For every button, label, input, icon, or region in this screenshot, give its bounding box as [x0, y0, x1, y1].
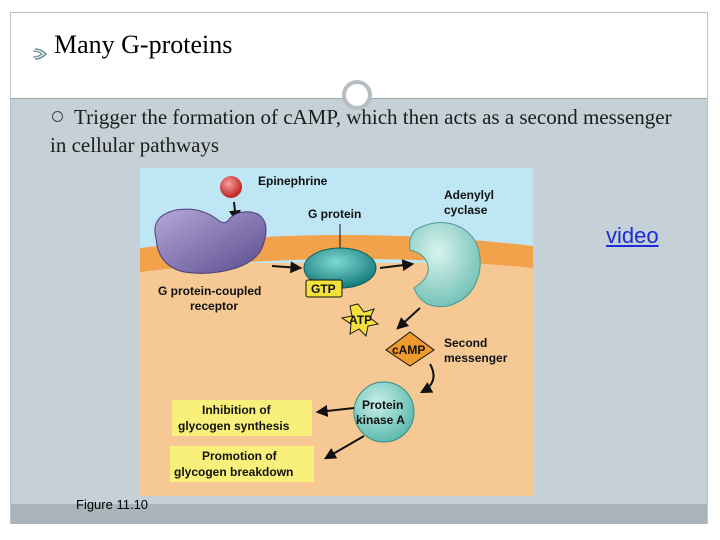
second-label-1: Second: [444, 336, 487, 350]
video-link[interactable]: video: [606, 223, 659, 248]
protein-kinase-a-shape: [353, 381, 415, 443]
gprotein-label: G protein: [308, 207, 361, 221]
bottom-band: [11, 504, 707, 524]
atp-to-camp-arrow: [396, 307, 421, 330]
slide-title-text: Many G-proteins: [54, 30, 233, 59]
promotion-label-1: Promotion of: [202, 449, 278, 463]
pka-label-1: Protein: [362, 398, 403, 412]
figure-caption: Figure 11.10: [76, 497, 149, 512]
adenylyl-cyclase-shape: [409, 222, 481, 308]
atp-label-front: ATP: [349, 313, 372, 327]
promotion-label-2: glycogen breakdown: [174, 465, 293, 479]
atp-star-shape: [340, 303, 380, 338]
bullet-text-content: Trigger the formation of cAMP, which the…: [50, 105, 672, 157]
camp-diamond: [385, 331, 435, 367]
pka-to-inhibition-arrow: [315, 404, 355, 417]
camp-label: cAMP: [392, 343, 425, 357]
pka-to-promotion-arrow: [323, 435, 365, 460]
adenylyl-label-2: cyclase: [444, 203, 488, 217]
signal-pathway-figure: Epinephrine G protein-coupled receptor G…: [140, 168, 533, 496]
slide-title: Many G-proteins: [32, 30, 232, 60]
camp-to-pka-arrow: [419, 363, 435, 394]
adenylyl-label-1: Adenylyl: [444, 188, 494, 202]
pka-label-2: kinase A: [356, 413, 405, 427]
inhibition-label-2: glycogen synthesis: [178, 419, 290, 433]
bullet-text: Trigger the formation of cAMP, which the…: [50, 103, 690, 159]
receptor-label-2: receptor: [190, 299, 238, 313]
title-bullet-icon: [32, 38, 48, 60]
gprotein-to-cyclase-arrow: [379, 259, 415, 272]
promotion-box: [170, 446, 314, 482]
bullet-circle-icon: [52, 111, 63, 122]
second-label-2: messenger: [444, 351, 508, 365]
gtp-badge: [305, 279, 343, 298]
receptor-protein: [154, 208, 267, 274]
receptor-to-gprotein-arrow: [271, 261, 303, 274]
title-ring-ornament: [342, 80, 372, 110]
epinephrine-label: Epinephrine: [258, 174, 328, 188]
inhibition-label-1: Inhibition of: [202, 403, 272, 417]
epinephrine-molecule: [220, 176, 242, 198]
gtp-label: GTP: [311, 282, 336, 296]
receptor-label-1: G protein-coupled: [158, 284, 261, 298]
inhibition-box: [172, 400, 312, 436]
